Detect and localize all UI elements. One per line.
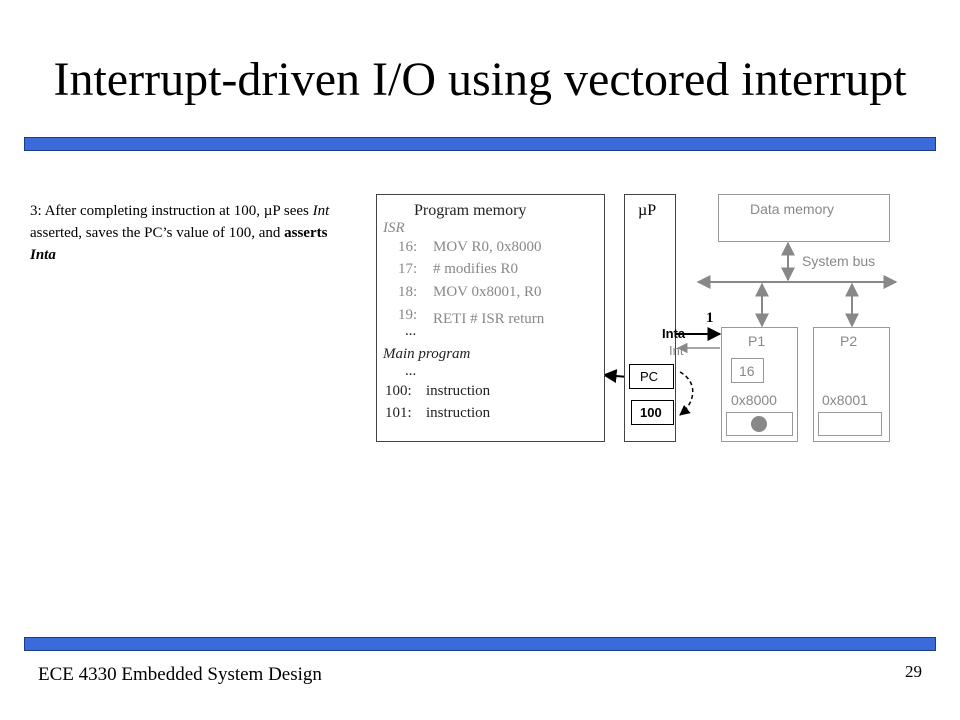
isr-line-code: # modifies R0 bbox=[433, 261, 518, 277]
pc-save-dashed-arrow bbox=[679, 371, 694, 416]
description-inta: Inta bbox=[30, 247, 56, 263]
p1-status-dot bbox=[751, 416, 767, 432]
p1-register-value: 16 bbox=[739, 363, 755, 379]
pc-value: 100 bbox=[640, 405, 662, 420]
system-bus-label: System bus bbox=[802, 253, 876, 269]
p1-register-box bbox=[731, 358, 764, 383]
microprocessor-label: µP bbox=[638, 202, 657, 219]
isr-line-number: 17: bbox=[398, 261, 418, 277]
description-text: 3: After completing instruction at 100, … bbox=[30, 203, 313, 219]
main-line-code: instruction bbox=[426, 383, 491, 399]
p1-label: P1 bbox=[748, 333, 766, 349]
isr-line-code: MOV 0x8001, R0 bbox=[433, 284, 542, 300]
isr-line-number: 19: bbox=[398, 307, 418, 323]
program-memory-label: Program memory bbox=[414, 202, 527, 219]
pc-value-box bbox=[631, 400, 674, 425]
inta-signal-value: 1 bbox=[706, 310, 714, 326]
p2-data-box bbox=[818, 412, 882, 436]
int-label: Int bbox=[669, 343, 684, 358]
footer-course-name: ECE 4330 Embedded System Design bbox=[38, 664, 322, 685]
step-description: 3: After completing instruction at 100, … bbox=[30, 200, 350, 266]
program-memory-box bbox=[376, 194, 605, 442]
bottom-rule bbox=[24, 637, 936, 651]
p2-label: P2 bbox=[840, 333, 858, 349]
isr-line-code: MOV R0, 0x8000 bbox=[433, 239, 542, 255]
inta-label: Inta bbox=[662, 326, 686, 341]
page-number: 29 bbox=[905, 662, 922, 681]
description-mid-text: asserted, saves the PC’s value of 100, a… bbox=[30, 225, 285, 241]
pc-label: PC bbox=[640, 369, 659, 384]
isr-line-number: 18: bbox=[398, 284, 418, 300]
main-line-number: 100: bbox=[385, 383, 412, 399]
pc-register bbox=[629, 364, 674, 389]
p2-address: 0x8001 bbox=[822, 392, 868, 408]
isr-line-code: RETI # ISR return bbox=[433, 311, 545, 327]
data-memory-label: Data memory bbox=[750, 201, 835, 217]
description-int-word: Int bbox=[312, 203, 330, 219]
main-program-label: Main program bbox=[383, 346, 471, 362]
description-asserts: asserts bbox=[284, 225, 328, 241]
slide-title: Interrupt-driven I/O using vectored inte… bbox=[53, 53, 907, 106]
data-memory-box bbox=[718, 194, 890, 242]
isr-label: ISR bbox=[383, 220, 405, 236]
main-line-code: instruction bbox=[426, 405, 491, 421]
isr-line-number: 16: bbox=[398, 239, 418, 255]
main-line-number: 101: bbox=[385, 405, 412, 421]
main-ellipsis: ... bbox=[405, 363, 417, 379]
top-rule bbox=[24, 137, 936, 151]
p1-address: 0x8000 bbox=[731, 392, 777, 408]
isr-ellipsis: ... bbox=[405, 323, 417, 339]
